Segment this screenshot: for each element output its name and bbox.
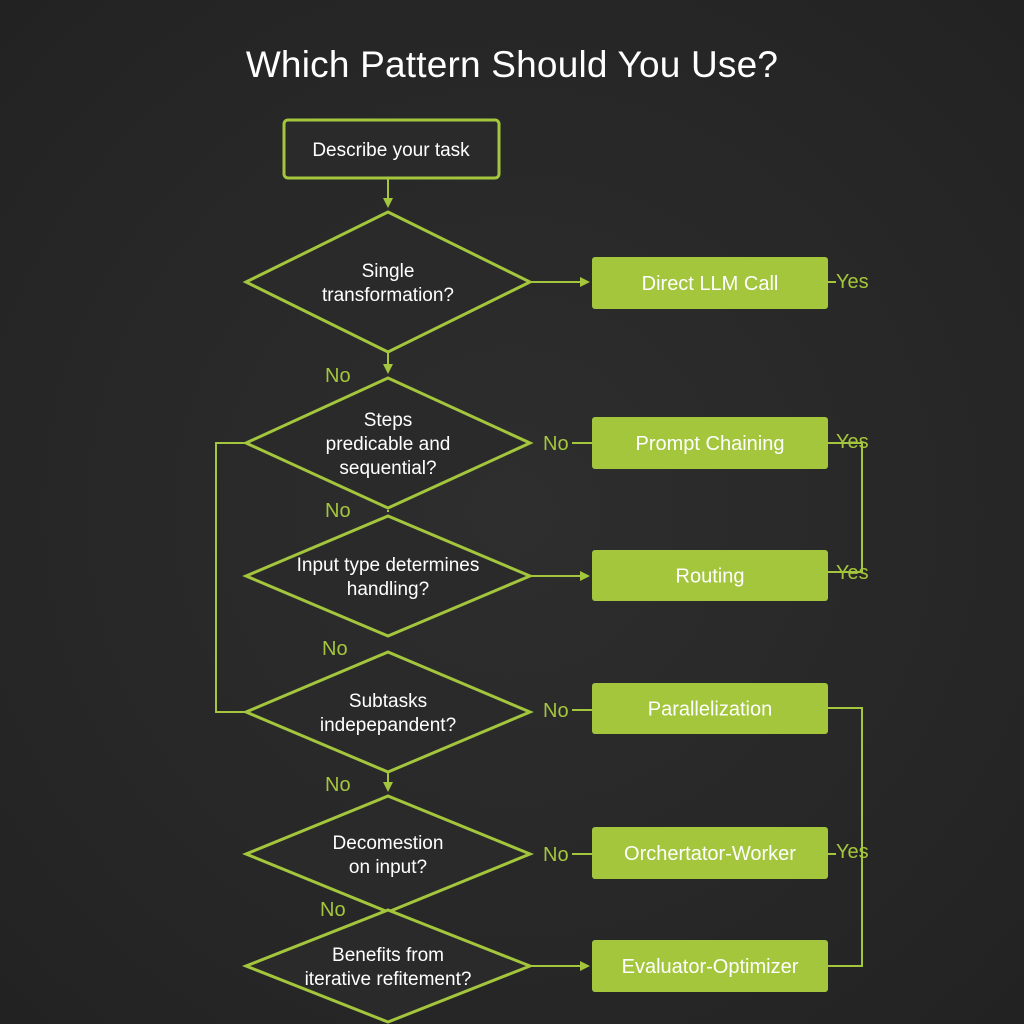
decision-label-line: Decomestion bbox=[333, 833, 444, 854]
decision-node-2: Steps predicable and sequential? bbox=[242, 376, 534, 510]
outcome-node-4: Parallelization bbox=[592, 683, 828, 734]
label-no-right-1: No bbox=[543, 433, 569, 455]
edge-labels: No No No No No No No No Yes Yes Yes Yes bbox=[320, 271, 869, 921]
label-yes-4: Yes bbox=[836, 841, 869, 863]
decision-label-line: Benefits from bbox=[332, 945, 444, 966]
decision-label-line: Single bbox=[362, 261, 415, 282]
outcome-node-6: Evaluator-Optimizer bbox=[592, 940, 828, 992]
decision-label-line: Steps bbox=[364, 410, 413, 431]
outcome-box bbox=[592, 827, 828, 879]
decision-label-line: on input? bbox=[349, 857, 427, 878]
start-node-label: Describe your task bbox=[312, 140, 470, 161]
label-yes-1: Yes bbox=[836, 271, 869, 293]
outcome-label: Routing bbox=[676, 566, 745, 588]
connectors bbox=[215, 178, 863, 971]
decision-label-line: iterative refitement? bbox=[305, 969, 472, 990]
outcome-box bbox=[592, 683, 828, 734]
decision-label-line: predicable and bbox=[326, 434, 451, 455]
outcome-label: Direct LLM Call bbox=[642, 273, 779, 295]
label-no-right-2: No bbox=[543, 700, 569, 722]
loop-right-top bbox=[828, 442, 863, 573]
decision-label-line: handling? bbox=[347, 579, 429, 600]
decision-node-5: Decomestion on input? bbox=[242, 794, 534, 914]
outcome-box bbox=[592, 417, 828, 469]
outcome-node-5: Orchertator-Worker bbox=[592, 827, 828, 879]
decision-node-1: Single transformation? bbox=[242, 210, 534, 354]
decision-diamond bbox=[242, 210, 534, 354]
start-node: Describe your task bbox=[282, 118, 501, 180]
outcome-node-1: Direct LLM Call bbox=[592, 257, 828, 309]
outcome-node-3: Routing bbox=[592, 550, 828, 601]
decision-label-line: Input type determines bbox=[297, 555, 480, 576]
decision-label-line: sequential? bbox=[339, 458, 436, 479]
label-no-4: No bbox=[325, 774, 351, 796]
decision-node-4: Subtasks indepepandent? bbox=[242, 650, 534, 774]
label-no-2: No bbox=[325, 500, 351, 522]
label-yes-3: Yes bbox=[836, 562, 869, 584]
label-no-5: No bbox=[320, 899, 346, 921]
decision-diamond bbox=[242, 650, 534, 774]
label-no-right-3: No bbox=[543, 844, 569, 866]
decision-label-line: transformation? bbox=[322, 285, 454, 306]
label-no-3: No bbox=[322, 638, 348, 660]
outcome-label: Prompt Chaining bbox=[636, 433, 785, 455]
outcome-label: Evaluator-Optimizer bbox=[622, 956, 799, 978]
outcome-node-2: Prompt Chaining bbox=[592, 417, 828, 469]
decision-label-line: indepepandent? bbox=[320, 715, 456, 736]
loop-left bbox=[215, 442, 245, 713]
outcome-label: Parallelization bbox=[648, 699, 773, 721]
diagram-title: Which Pattern Should You Use? bbox=[245, 44, 779, 85]
outcome-box bbox=[592, 550, 828, 601]
decision-nodes: Single transformation? Steps predicable and… bbox=[241, 210, 535, 1024]
outcome-label: Orchertator-Worker bbox=[624, 843, 796, 865]
decision-diamond bbox=[242, 514, 534, 638]
outcome-box bbox=[592, 257, 828, 309]
label-yes-2: Yes bbox=[836, 431, 869, 453]
loop-right-bottom bbox=[828, 707, 863, 967]
decision-diamond bbox=[242, 376, 534, 510]
decision-node-6: Benefits from iterative refitement? bbox=[241, 908, 535, 1024]
decision-label-line: Subtasks bbox=[349, 691, 427, 712]
decision-diamond bbox=[242, 794, 534, 914]
outcome-box bbox=[592, 940, 828, 992]
label-no-1: No bbox=[325, 365, 351, 387]
decision-node-3: Input type determines handling? bbox=[242, 514, 534, 638]
decision-diamond bbox=[241, 908, 535, 1024]
